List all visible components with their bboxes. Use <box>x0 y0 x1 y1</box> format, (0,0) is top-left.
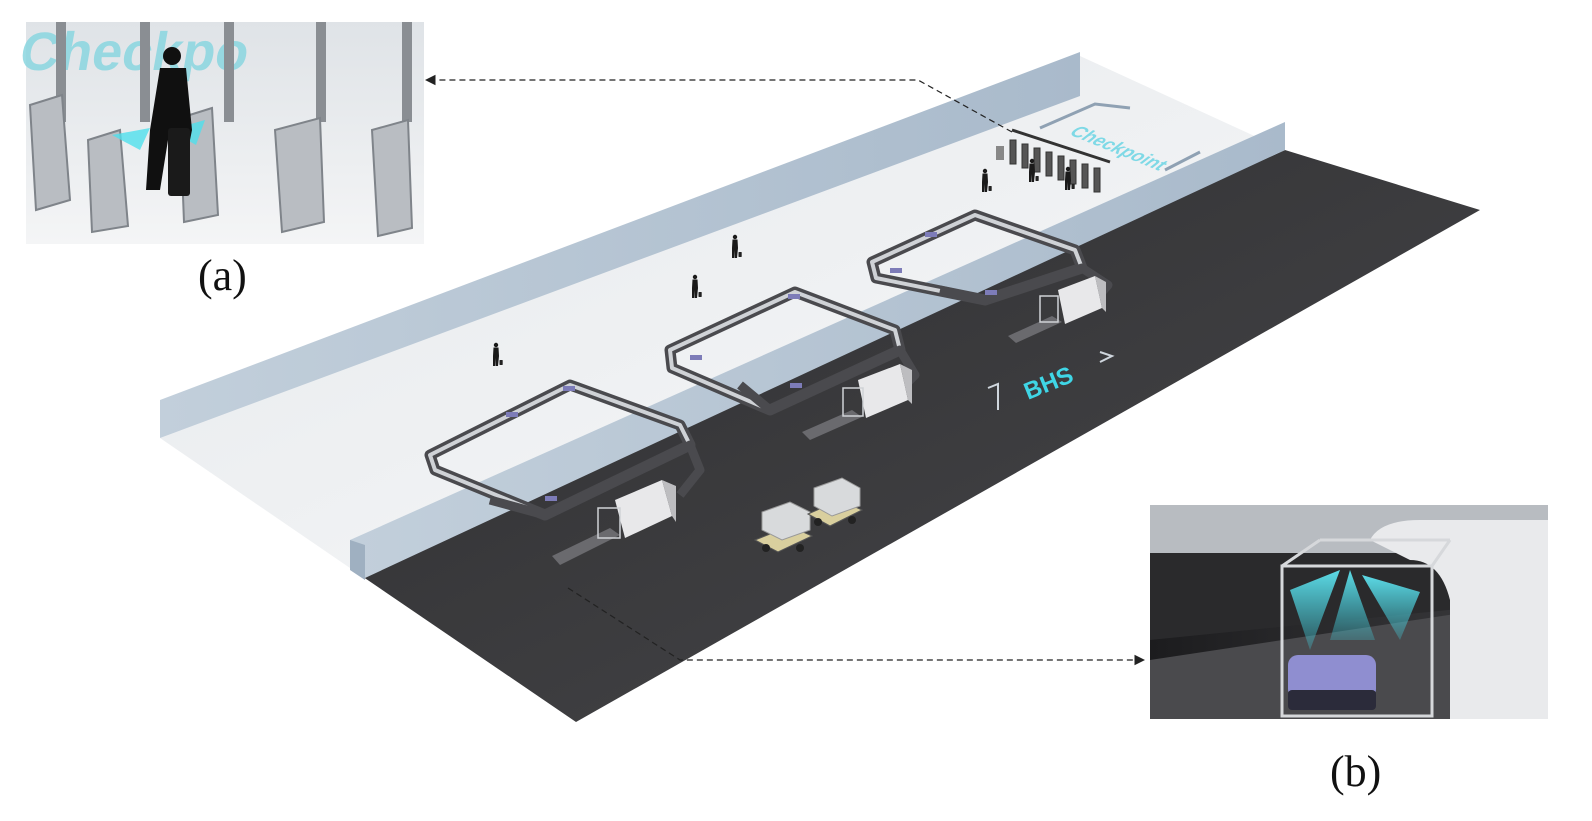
scan-beam-right <box>1362 575 1420 640</box>
checkpoint-gates <box>996 128 1111 193</box>
inset-b-scanner <box>1150 505 1548 719</box>
scanner-2 <box>802 364 912 440</box>
bhs-floor <box>350 150 1480 722</box>
baggage-carts <box>753 477 864 553</box>
baggage-scanners <box>552 276 1106 565</box>
caption-a: (a) <box>198 251 247 300</box>
carousel-1 <box>424 379 705 521</box>
trays <box>506 232 997 501</box>
leader-line-b <box>567 587 1146 666</box>
cart-2 <box>806 477 864 527</box>
inset-passenger-silhouette <box>146 47 192 196</box>
scanner-1 <box>552 480 676 565</box>
scan-beam-center <box>1330 570 1375 640</box>
scanner-3 <box>1008 276 1106 343</box>
scan-beam-left <box>1290 570 1340 650</box>
terminal-floor <box>160 56 1285 568</box>
back-wall <box>160 52 1080 438</box>
checkpoint-inset-label: Checkpo <box>16 21 255 82</box>
inset-a-checkpoint: Checkpo <box>16 21 424 244</box>
caption-b: (b) <box>1330 747 1382 796</box>
scanner-frame <box>1280 538 1452 718</box>
inset-suitcase <box>1288 655 1376 710</box>
cart-1 <box>753 501 814 553</box>
leader-line-a <box>424 74 1013 133</box>
